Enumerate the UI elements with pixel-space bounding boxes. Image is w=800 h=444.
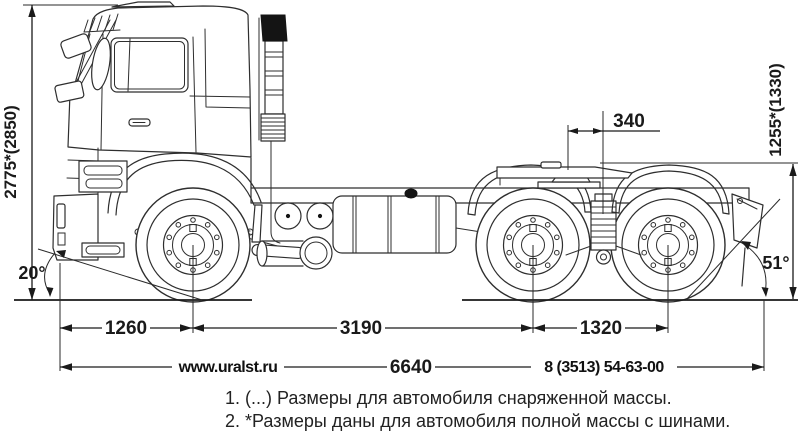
overall-height-label: 2775*(2850) xyxy=(1,105,20,199)
fifth-wheel-coupling xyxy=(496,161,633,189)
rear-fenders xyxy=(467,164,730,216)
saddle-height-label: 1255*(1330) xyxy=(766,63,785,157)
dim-departure-angle: 51° xyxy=(685,198,790,301)
footnote-1: 1. (...) Размеры для автомобиля снаряжен… xyxy=(225,388,672,408)
air-tanks xyxy=(274,202,334,230)
cab-steps xyxy=(78,160,128,258)
muffler xyxy=(256,140,333,270)
website-text: www.uralst.ru xyxy=(178,359,278,376)
door-window xyxy=(110,37,189,93)
fuel-filler-cap xyxy=(404,188,418,199)
overall-length-label: 6640 xyxy=(390,357,432,378)
wheelbase-label: 3190 xyxy=(340,318,382,339)
extension-lines xyxy=(59,245,765,371)
headlight xyxy=(56,203,66,229)
exhaust-cap xyxy=(260,14,288,42)
door-handle xyxy=(128,118,151,127)
departure-angle-label: 51° xyxy=(762,253,789,273)
dim-row-overall: www.uralst.ru 6640 8 (3513) 54-63-00 xyxy=(60,357,764,378)
dim-saddle-offset: 340 xyxy=(567,111,660,214)
roof-marker xyxy=(111,1,175,8)
saddle-offset-label: 340 xyxy=(613,111,645,132)
dim-approach-angle: 20° xyxy=(18,248,203,301)
cab-panel-lines xyxy=(189,28,251,109)
dim-overall-height: 2775*(2850) xyxy=(1,4,118,300)
fuel-tank xyxy=(332,188,457,254)
sun-visor xyxy=(83,13,121,33)
footnotes: 1. (...) Размеры для автомобиля снаряжен… xyxy=(225,388,730,431)
phone-text: 8 (3513) 54-63-00 xyxy=(544,359,664,376)
truck-drawing xyxy=(52,1,764,303)
wide-angle-mirror xyxy=(60,33,92,59)
dim-row-axles: 1260 3190 1320 xyxy=(60,318,668,339)
main-mirror xyxy=(91,37,111,91)
rear-mudflap xyxy=(731,193,764,287)
approach-angle-label: 20° xyxy=(18,263,45,283)
kerb-mirror xyxy=(54,80,85,103)
front-overhang-label: 1260 xyxy=(105,318,147,339)
mirrors xyxy=(54,19,117,103)
fog-light xyxy=(57,232,66,246)
dim-saddle-height: 1255*(1330) xyxy=(600,63,798,299)
exhaust-stack xyxy=(258,14,288,142)
dimension-annotations: 2775*(2850) 1255*(1330) 340 20° xyxy=(1,4,798,431)
bogie-base-label: 1320 xyxy=(580,318,622,339)
footnote-2: 2. *Размеры даны для автомобиля полной м… xyxy=(225,411,730,431)
front-end xyxy=(52,147,128,261)
